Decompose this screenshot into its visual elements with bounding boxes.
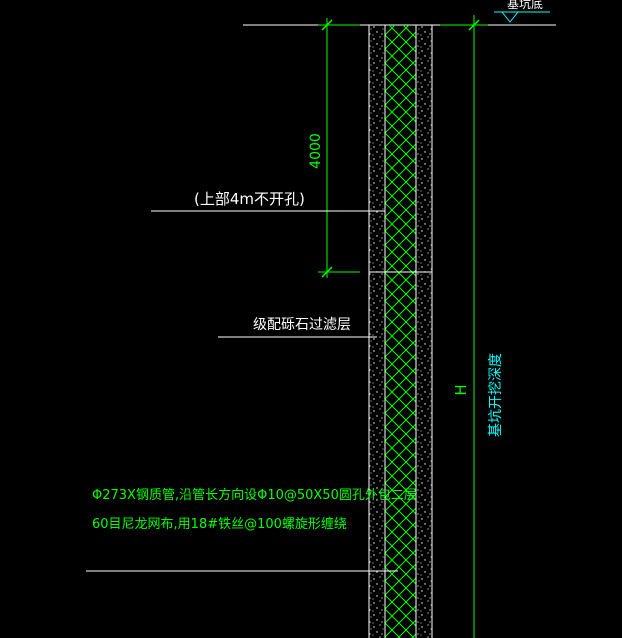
- dimension-arrow-tick: [321, 266, 333, 278]
- pit-bottom-label: 基坑底: [507, 0, 543, 11]
- pit-depth-label: 基坑开挖深度: [487, 353, 504, 437]
- dimension-total-symbol: H: [452, 384, 470, 395]
- steel-pipe-hatch: [385, 25, 416, 638]
- dimension-arrow-tick: [321, 19, 333, 31]
- gravel-filter-label: 级配砾石过滤层: [253, 317, 351, 333]
- pipe-spec-line1: Φ273X钢质管,沿管长方向设Φ10@50X50圆孔外包二层: [92, 487, 417, 503]
- elevation-triangle-icon: [500, 11, 520, 23]
- upper-no-holes-label: (上部4m不开孔): [194, 190, 305, 208]
- gravel-layer-right: [416, 25, 432, 638]
- pipe-spec-line2: 60目尼龙网布,用18#铁丝@100螺旋形缠绕: [92, 516, 347, 532]
- dimension-upper-value: 4000: [308, 133, 324, 169]
- gravel-layer-left: [369, 25, 385, 638]
